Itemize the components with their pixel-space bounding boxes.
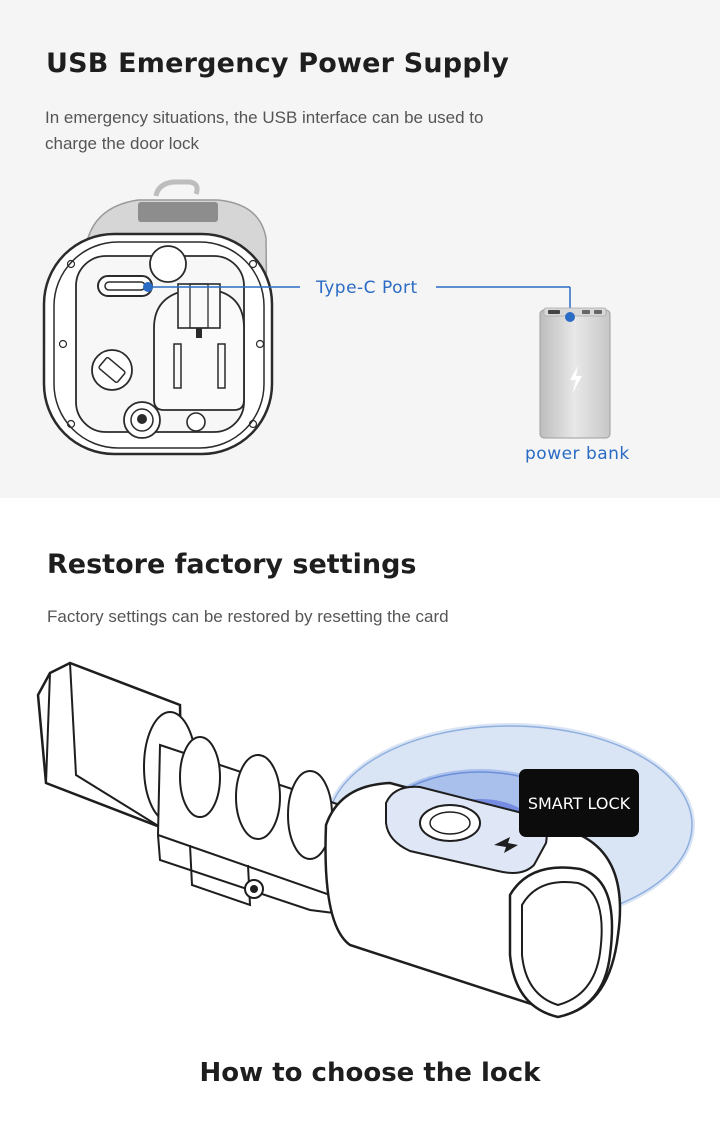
power-bank-label: power bank: [525, 444, 630, 464]
type-c-connector-line: [143, 282, 571, 310]
lock-back-illustration: [42, 179, 274, 456]
power-bank-illustration: [539, 307, 611, 439]
smart-lock-badge: SMART LOCK: [519, 769, 639, 837]
usb-section-description: In emergency situations, the USB interfa…: [45, 108, 484, 153]
restore-section-title: Restore factory settings: [47, 549, 417, 580]
restore-section-description: Factory settings can be restored by rese…: [47, 607, 449, 626]
type-c-port-label: Type-C Port: [316, 278, 418, 298]
usb-power-section: USB Emergency Power Supply In emergency …: [0, 0, 720, 498]
choose-lock-title: How to choose the lock: [199, 1058, 541, 1088]
usb-section-title: USB Emergency Power Supply: [46, 48, 510, 79]
smart-lock-illustration: [36, 661, 695, 1019]
